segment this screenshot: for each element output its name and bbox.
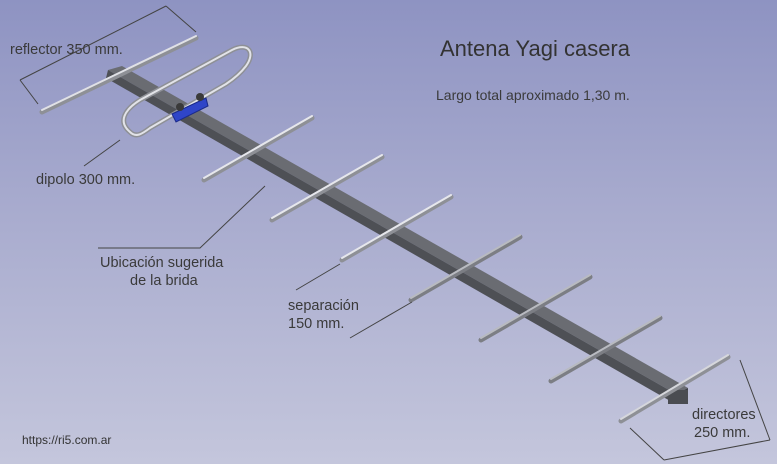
diagram-title: Antena Yagi casera <box>440 36 630 61</box>
director-element-2 <box>269 154 385 223</box>
leader-lines <box>19 5 771 461</box>
directores-label-line1: directores <box>692 407 756 423</box>
reflector-dim-right <box>165 5 197 33</box>
boom-end-cap <box>668 390 688 404</box>
directores-label-line2: 250 mm. <box>694 425 751 441</box>
reflector-dim-line <box>19 5 167 81</box>
source-url: https://ri5.com.ar <box>22 433 112 447</box>
director-element-5 <box>478 274 593 343</box>
directores-dim-left <box>629 427 665 461</box>
brida-label-line1: Ubicación sugerida <box>100 255 224 271</box>
reflector-dim-left <box>19 79 39 105</box>
brida-label-line2: de la brida <box>130 273 198 289</box>
director-element-1 <box>201 115 315 183</box>
reflector-label: reflector 350 mm. <box>10 42 123 58</box>
diagram-subtitle: Largo total aproximado 1,30 m. <box>436 87 630 103</box>
directores-dim-right <box>739 359 771 441</box>
separacion-label-line1: separación <box>288 298 359 314</box>
dipole-label: dipolo 300 mm. <box>36 172 136 188</box>
director-element-6 <box>548 315 663 384</box>
dipole-leader <box>83 139 121 167</box>
dipole-element <box>121 44 253 138</box>
directores-dim-line <box>663 439 771 461</box>
director-element-7 <box>618 354 731 424</box>
separacion-leader-1 <box>295 263 341 291</box>
director-element-3 <box>339 194 454 263</box>
brida-leader <box>98 185 266 249</box>
separacion-leader-2 <box>349 301 413 339</box>
reflector-element <box>39 35 199 115</box>
separacion-label-line2: 150 mm. <box>288 316 345 332</box>
feed-clamp <box>171 93 209 123</box>
director-element-4 <box>408 234 523 303</box>
